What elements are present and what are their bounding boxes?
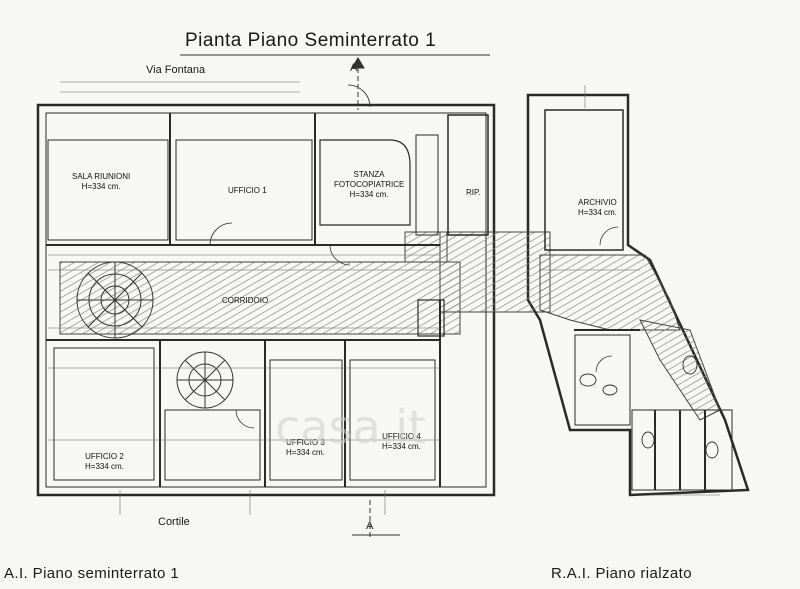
room-name: SALA RIUNIONI — [72, 172, 131, 181]
footer-left-label: A.I. Piano seminterrato 1 — [4, 565, 180, 582]
spiral-staircase-lower — [176, 351, 234, 409]
room-name: UFFICIO 4 — [382, 432, 421, 441]
courtyard-label: Cortile — [158, 516, 190, 528]
room-height: H=334 cm. — [85, 462, 124, 471]
room-sala-riunioni: SALA RIUNIONI H=334 cm. — [72, 172, 130, 192]
footer-right-label: R.A.I. Piano rialzato — [551, 565, 692, 582]
interior-walls — [46, 109, 733, 491]
door-swings — [209, 84, 619, 429]
room-ufficio-1: UFFICIO 1 — [228, 186, 267, 196]
annex-building-outline — [526, 93, 750, 497]
room-name: STANZA FOTOCOPIATRICE — [334, 170, 405, 189]
room-height: H=334 cm. — [578, 208, 617, 217]
section-line-a — [351, 57, 400, 540]
section-marker-top: A — [350, 62, 358, 74]
watermark-logo: casa.it — [275, 400, 427, 454]
room-name: UFFICIO 1 — [228, 186, 267, 195]
room-ufficio-2: UFFICIO 2 H=334 cm. — [85, 452, 124, 472]
room-height: H=334 cm. — [349, 190, 389, 199]
room-height: H=334 cm. — [81, 182, 121, 191]
page-title: Pianta Piano Seminterrato 1 — [185, 30, 437, 51]
street-label: Via Fontana — [146, 64, 206, 76]
room-corridoio: CORRIDOIO — [222, 296, 268, 306]
room-name: RIP. — [466, 188, 481, 197]
room-stanza-fotocopiatrice: STANZA FOTOCOPIATRICE H=334 cm. — [334, 170, 404, 200]
room-height: H=334 cm. — [382, 442, 421, 451]
dimension-lines — [48, 81, 720, 515]
sanitary-fixtures — [579, 355, 719, 459]
room-ripostiglio: RIP. — [466, 188, 481, 198]
room-name: ARCHIVIO — [578, 198, 617, 207]
room-archivio: ARCHIVIO H=334 cm. — [578, 198, 617, 218]
room-height: H=334 cm. — [286, 448, 325, 457]
room-ufficio-3: UFFICIO 3 H=334 cm. — [286, 438, 325, 458]
room-ufficio-4: UFFICIO 4 H=334 cm. — [382, 432, 421, 452]
corridor-hatch — [59, 231, 721, 421]
room-name: UFFICIO 3 — [286, 438, 325, 447]
room-name: CORRIDOIO — [222, 296, 269, 305]
room-name: UFFICIO 2 — [85, 452, 124, 461]
spiral-staircase-corridor — [76, 261, 154, 339]
section-marker-bottom: A — [366, 520, 374, 532]
